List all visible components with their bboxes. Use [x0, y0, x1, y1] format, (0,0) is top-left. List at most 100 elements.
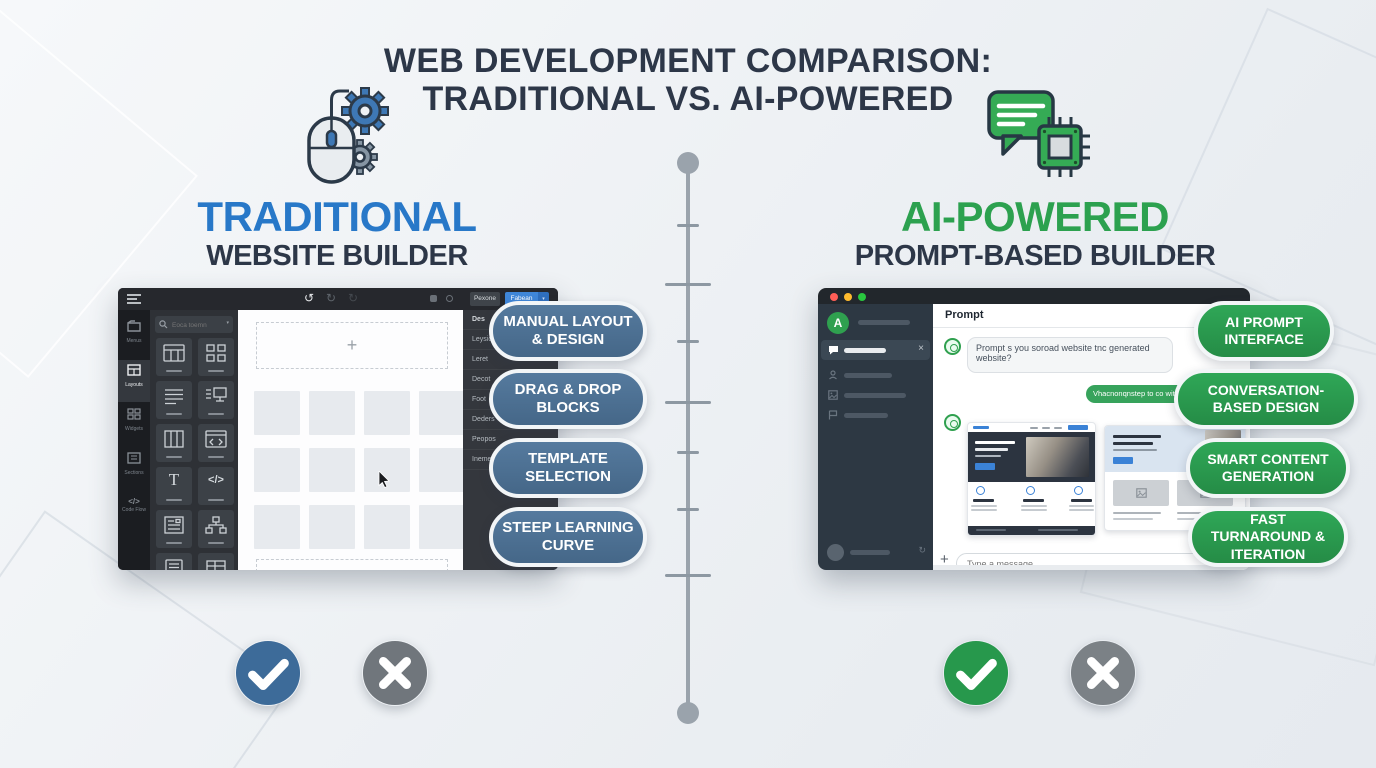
- canvas-block[interactable]: [364, 448, 410, 492]
- feature-pill-manual-layout: MANUAL LAYOUT & DESIGN: [489, 301, 647, 361]
- chat-bubble-icon: [829, 346, 838, 355]
- image-icon: [828, 390, 838, 400]
- folder-icon: [127, 320, 141, 332]
- chat-sidebar: A × ↻: [818, 304, 933, 570]
- block-tile-flowchart[interactable]: [198, 510, 234, 548]
- website-preview-card[interactable]: [967, 422, 1096, 536]
- block-tile-columns[interactable]: [156, 424, 192, 462]
- bot-avatar: [944, 414, 961, 431]
- rail-label: Sections: [124, 470, 144, 476]
- chat-header: Prompt: [933, 304, 1250, 328]
- block-tile-list[interactable]: [156, 553, 192, 570]
- block-tile-grid[interactable]: [198, 338, 234, 376]
- ai-chat-screenshot: A × ↻: [818, 288, 1250, 570]
- page-title-line2: TRADITIONAL VS. AI-POWERED: [422, 80, 954, 119]
- plus-icon: +: [346, 335, 358, 355]
- block-tile-table[interactable]: [198, 553, 234, 570]
- rail-item-menus[interactable]: Menus: [118, 316, 150, 358]
- rail-label: Widgets: [124, 426, 144, 432]
- redo-icon[interactable]: ↻: [326, 291, 337, 305]
- code-icon: </>: [128, 497, 140, 506]
- block-tile-media[interactable]: [198, 381, 234, 419]
- redo-icon[interactable]: ↻: [348, 291, 359, 305]
- cross-icon: [1070, 640, 1136, 706]
- bot-message-bubble: Prompt s you soroad website tnc generate…: [967, 337, 1173, 373]
- search-caret-icon[interactable]: ▾: [226, 320, 229, 326]
- website-builder-screenshot: ↺ ↻ ↻ Pexone Fabean ▾ Menus Layouts Widg…: [118, 288, 558, 570]
- window-bottom-strip: [933, 565, 1250, 570]
- right-column-heading: AI-POWERED PROMPT-BASED BUILDER: [815, 196, 1255, 271]
- rail-item-code[interactable]: </> Code Flow: [118, 492, 150, 540]
- tool-icon[interactable]: [446, 295, 453, 302]
- sidebar-footer: ↻: [818, 542, 933, 564]
- preview-button[interactable]: Pexone: [470, 292, 500, 306]
- sidebar-item[interactable]: [818, 388, 933, 404]
- builder-icon-rail: Menus Layouts Widgets Sections </> Code …: [118, 310, 150, 570]
- feature-pill-drag-drop: DRAG & DROP BLOCKS: [489, 369, 647, 429]
- add-section-placeholder[interactable]: +: [256, 559, 448, 570]
- block-tile-heading[interactable]: T: [156, 467, 192, 505]
- add-section-placeholder[interactable]: +: [256, 322, 448, 369]
- hamburger-menu-icon[interactable]: [126, 293, 142, 305]
- block-search-box[interactable]: ▾: [155, 316, 233, 333]
- footer-avatar[interactable]: [827, 544, 844, 561]
- block-tile-text[interactable]: [156, 381, 192, 419]
- feature-pill-ai-prompt: AI PROMPT INTERFACE: [1194, 301, 1334, 361]
- canvas-block[interactable]: [309, 391, 355, 435]
- close-window-light[interactable]: [830, 292, 838, 301]
- page-title-line1: WEB DEVELOPMENT COMPARISON:: [383, 42, 993, 80]
- check-icon: [235, 640, 301, 706]
- minimize-window-light[interactable]: [844, 292, 852, 301]
- canvas-block[interactable]: [419, 505, 465, 549]
- sidebar-item-active-chat[interactable]: ×: [821, 340, 930, 360]
- canvas-block[interactable]: [254, 391, 300, 435]
- traditional-heading: TRADITIONAL: [197, 193, 477, 240]
- timeline-tick: [665, 401, 711, 404]
- chat-chip-icon: [987, 90, 1090, 177]
- mini-footer: [968, 526, 1095, 535]
- cross-icon: [362, 640, 428, 706]
- block-tile-header[interactable]: [156, 338, 192, 376]
- canvas-block[interactable]: [254, 448, 300, 492]
- canvas-block[interactable]: [254, 505, 300, 549]
- refresh-icon[interactable]: ↻: [918, 545, 926, 555]
- sidebar-text-bar: [844, 347, 886, 353]
- panel-label[interactable]: Deders: [463, 410, 558, 430]
- rail-item-layouts[interactable]: Layouts: [118, 360, 150, 402]
- plus-icon: +: [348, 565, 356, 570]
- block-tile-form[interactable]: [156, 510, 192, 548]
- timeline-line: [686, 162, 690, 713]
- rail-item-sections[interactable]: Sections: [118, 448, 150, 490]
- canvas-block[interactable]: [419, 448, 465, 492]
- mini-features: [968, 485, 1095, 521]
- canvas-block[interactable]: [364, 391, 410, 435]
- feature-pill-smart-content: SMART CONTENT GENERATION: [1186, 438, 1350, 498]
- undo-icon[interactable]: ↺: [304, 291, 315, 305]
- timeline-tick: [677, 508, 699, 511]
- block-search-input[interactable]: [170, 317, 222, 333]
- builder-topbar: ↺ ↻ ↻ Pexone Fabean ▾: [118, 288, 558, 310]
- block-tile-code[interactable]: </>: [198, 467, 234, 505]
- canvas-block[interactable]: [309, 448, 355, 492]
- timeline-tick: [665, 283, 711, 286]
- publish-caret-icon[interactable]: ▾: [538, 292, 549, 306]
- ai-subheading: PROMPT-BASED BUILDER: [854, 240, 1216, 272]
- block-tile-embed[interactable]: [198, 424, 234, 462]
- canvas-block[interactable]: [309, 505, 355, 549]
- user-avatar[interactable]: A: [827, 312, 849, 334]
- attach-plus-icon[interactable]: +: [940, 551, 949, 568]
- mini-hero: [968, 432, 1095, 482]
- check-icon: [943, 640, 1009, 706]
- canvas-block[interactable]: [419, 391, 465, 435]
- sidebar-item[interactable]: [818, 368, 933, 384]
- sidebar-item[interactable]: [818, 408, 933, 424]
- canvas-block[interactable]: [364, 505, 410, 549]
- timeline-dot-top: [677, 152, 699, 174]
- close-icon[interactable]: ×: [918, 343, 924, 354]
- person-icon: [829, 370, 837, 380]
- search-icon: [159, 320, 168, 329]
- rail-item-widgets[interactable]: Widgets: [118, 404, 150, 446]
- maximize-window-light[interactable]: [858, 292, 866, 301]
- tool-icon[interactable]: [430, 295, 437, 302]
